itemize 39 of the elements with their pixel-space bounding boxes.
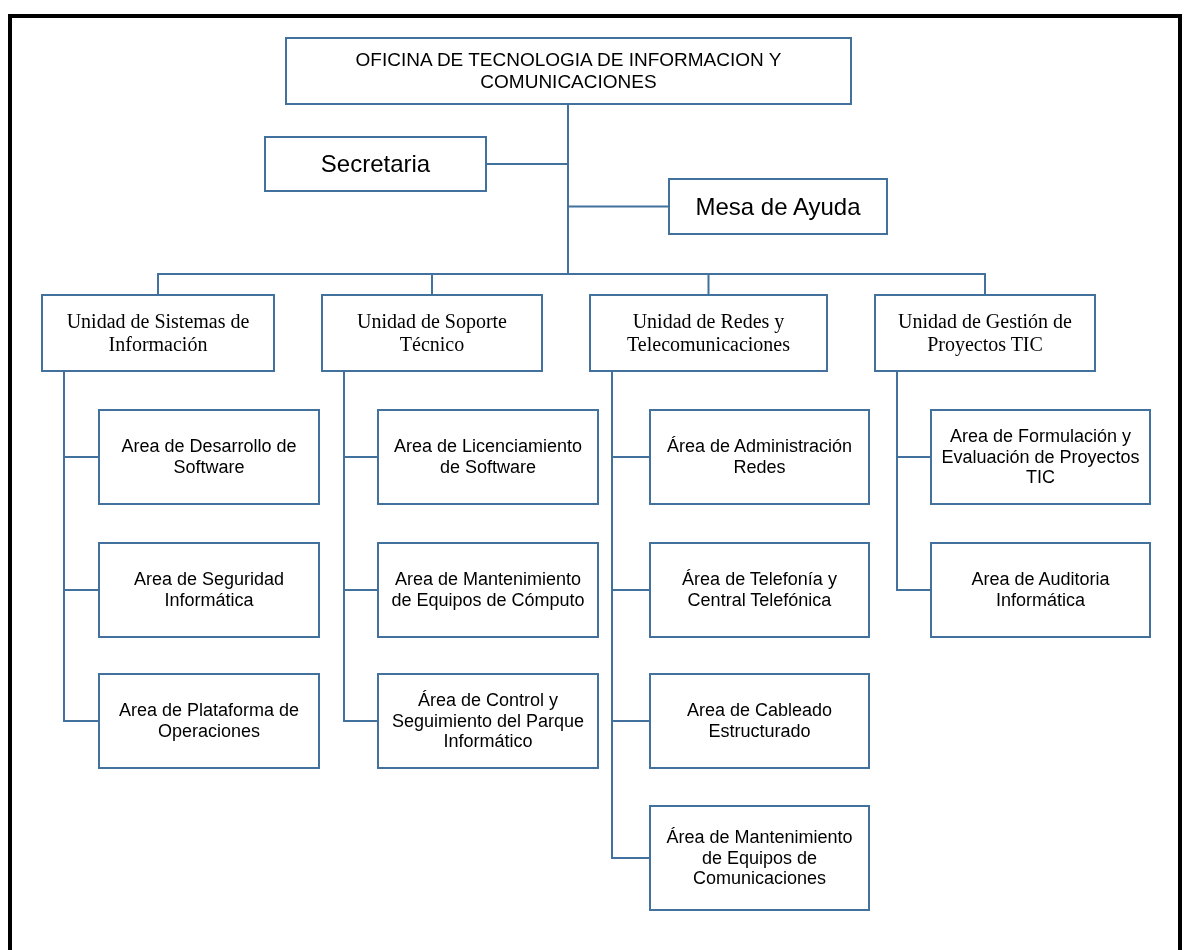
box-label: Unidad de Redes y Telecomunicaciones: [626, 310, 791, 356]
box-label: Area de Plataforma de Operaciones: [117, 700, 301, 742]
org-box: [285, 37, 852, 105]
org-box: [98, 542, 320, 638]
org-box: [649, 805, 870, 911]
box-label: Area de Auditoria Informática: [970, 569, 1111, 611]
org-box: [589, 294, 828, 372]
box-label: Area de Mantenimiento de Equipos de Cómputo: [390, 569, 586, 611]
box-label: Secretaria: [320, 150, 431, 178]
box-label: Área de Mantenimiento de Equipos de Comunicaciones: [665, 826, 854, 890]
box-label: Área de Control y Seguimiento del Parque Informático: [390, 689, 586, 753]
box-label: Area de Formulación y Evaluación de Proyectos TIC: [940, 425, 1141, 489]
box-label: Area de Licenciamiento de Software: [392, 436, 584, 478]
org-box: [874, 294, 1096, 372]
org-box: [649, 542, 870, 638]
org-box: [930, 542, 1151, 638]
box-label: Mesa de Ayuda: [695, 192, 861, 221]
org-box: [668, 178, 888, 235]
org-box: [377, 542, 599, 638]
box-label: Area de Desarrollo de Software: [120, 436, 298, 478]
connector-line: [896, 371, 931, 591]
box-label: Unidad de Soporte Técnico: [356, 310, 508, 356]
org-box: [649, 409, 870, 505]
org-box: [98, 673, 320, 769]
org-box: [377, 409, 599, 505]
org-box: [321, 294, 543, 372]
box-label: Area de Cableado Estructurado: [685, 700, 834, 742]
box-label: Area de Seguridad Informática: [132, 569, 286, 611]
org-box: [377, 673, 599, 769]
org-box: [930, 409, 1151, 505]
box-label: Unidad de Sistemas de Información: [65, 310, 251, 356]
org-box: [98, 409, 320, 505]
box-label: Área de Administración Redes: [665, 436, 854, 478]
box-label: Área de Telefonía y Central Telefónica: [681, 569, 838, 611]
org-box: [649, 673, 870, 769]
org-box: [264, 136, 487, 192]
box-label: Unidad de Gestión de Proyectos TIC: [897, 310, 1073, 356]
box-label: OFICINA DE TECNOLOGIA DE INFORMACION Y COMUNICACIONES: [354, 49, 783, 93]
org-box: [41, 294, 275, 372]
